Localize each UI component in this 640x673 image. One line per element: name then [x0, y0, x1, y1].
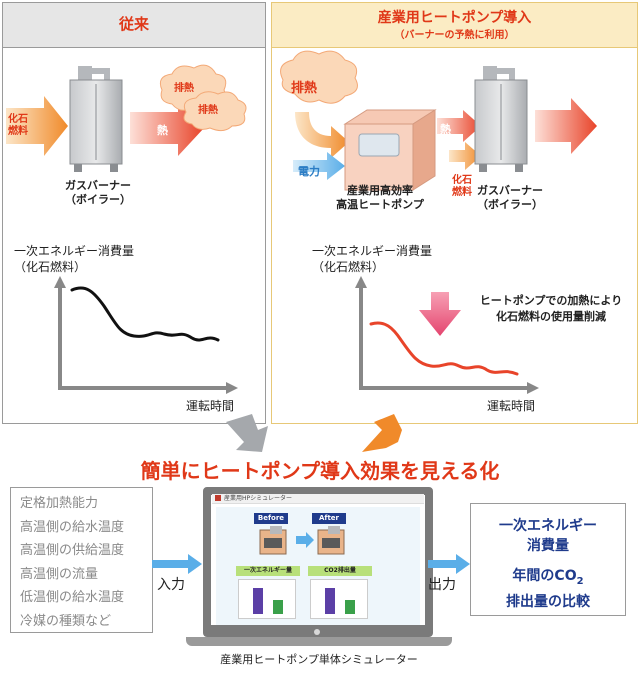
heatpump-xlabel: 運転時間: [487, 399, 536, 413]
output-heat-arrow: [535, 98, 597, 154]
exhaust-arrow: [295, 112, 349, 158]
heatpump-label: 産業用高効率 高温ヒートポンプ: [336, 184, 424, 211]
co2-mini-chart: [310, 579, 368, 619]
power-label: 電力: [298, 165, 320, 178]
heatpump-title: 産業用ヒートポンプ導入: [377, 10, 532, 26]
result-line-3: 年間のCO2: [512, 568, 584, 587]
simulator-caption: 産業用ヒートポンプ単体シミュレーター: [220, 653, 418, 666]
energy-mini-chart: [238, 579, 296, 619]
heatpump-chart-axes: [359, 282, 533, 390]
energy-before-bar: [253, 588, 263, 614]
list-item: 高温側の供給温度: [20, 543, 125, 558]
conventional-panel: [2, 2, 266, 424]
after-tag[interactable]: After: [312, 513, 346, 524]
simulator-before-after-diagram: [259, 526, 345, 555]
before-tag[interactable]: Before: [254, 513, 288, 524]
gray-down-arrow: [226, 414, 268, 452]
gas-burner-boiler-icon: [69, 66, 123, 172]
output-result-box: 一次エネルギー 消費量 年間のCO2 排出量の比較: [470, 503, 626, 616]
simulator-titlebar: [212, 494, 424, 504]
conventional-consumption-curve: [70, 286, 220, 342]
reduction-arrow-icon: [419, 292, 461, 336]
list-item: 高温側の給水温度: [20, 519, 125, 535]
heatpump-heat-arrow: [437, 110, 481, 142]
heatpump-diagram: [280, 50, 597, 394]
hp-heat-label: 熱: [440, 123, 451, 136]
conventional-diagram: [6, 64, 247, 394]
headline: 簡単にヒートポンプ導入効果を見える化: [140, 459, 500, 483]
list-item: 低温側の給水温度: [20, 590, 125, 605]
list-item: 冷媒の種類など: [20, 613, 112, 629]
conventional-chart-axes: [58, 282, 232, 390]
heat-pump-icon: [343, 109, 437, 191]
hp-fuel-label: 化石 燃料: [452, 175, 472, 198]
boiler-label: ガスバーナー （ボイラー）: [65, 179, 131, 206]
heatpump-consumption-curve: [369, 321, 519, 376]
list-item: 定格加熱能力: [20, 496, 99, 511]
conventional-ylabel: 一次エネルギー消費量 （化石燃料）: [14, 244, 135, 274]
exhaust-label-1: 排熱: [174, 83, 194, 94]
conventional-xlabel: 運転時間: [186, 399, 235, 413]
exhaust-cloud-icon: [280, 50, 358, 104]
energy-result-tab[interactable]: 一次エネルギー量: [236, 566, 300, 576]
input-arrow-label: 入力: [157, 577, 185, 593]
exhaust-cloud-icon: [159, 64, 247, 132]
app-icon: [215, 495, 221, 501]
hp-boiler-label: ガスバーナー （ボイラー）: [477, 184, 543, 211]
co2-result-tab[interactable]: CO2排出量: [308, 566, 372, 576]
laptop-base: [186, 637, 452, 646]
heatpump-ylabel: 一次エネルギー消費量 （化石燃料）: [312, 244, 433, 274]
result-line-4: 排出量の比較: [506, 593, 590, 610]
conventional-header: [3, 3, 265, 48]
result-line-2: 消費量: [527, 538, 569, 554]
orange-down-arrow: [362, 414, 402, 452]
heat-label: 熱: [157, 124, 168, 137]
fuel-arrow: [6, 96, 68, 156]
converging-arrows: [226, 414, 402, 452]
reduction-annotation: ヒートポンプでの加熱により 化石燃料の使用量削減: [479, 294, 623, 323]
laptop-camera: [314, 629, 320, 635]
heatpump-header: [272, 3, 637, 48]
energy-after-bar: [273, 600, 283, 614]
heatpump-subtitle: （バーナーの予熱に利用）: [394, 30, 515, 41]
co2-before-bar: [325, 588, 335, 614]
gas-burner-boiler-icon: [474, 66, 528, 172]
exhaust-label-2: 排熱: [198, 105, 218, 116]
simulator-window-title: 産業用HPシミュレーター: [224, 495, 293, 502]
power-arrow: [293, 152, 345, 180]
input-arrow: [152, 554, 202, 574]
list-item: 高温側の流量: [20, 566, 99, 582]
result-line-1: 一次エネルギー: [499, 518, 597, 534]
co2-after-bar: [345, 600, 355, 614]
hp-exhaust-label: 排熱: [291, 81, 318, 96]
output-arrow: [428, 554, 470, 574]
fuel-label: 化石 燃料: [8, 114, 28, 137]
input-parameter-list: 定格加熱能力 高温側の給水温度 高温側の供給温度 高温側の流量 低温側の給水温度…: [10, 487, 153, 633]
conventional-title: 従来: [118, 15, 149, 33]
output-arrow-label: 出力: [428, 577, 456, 593]
fuel-arrow: [449, 142, 481, 170]
